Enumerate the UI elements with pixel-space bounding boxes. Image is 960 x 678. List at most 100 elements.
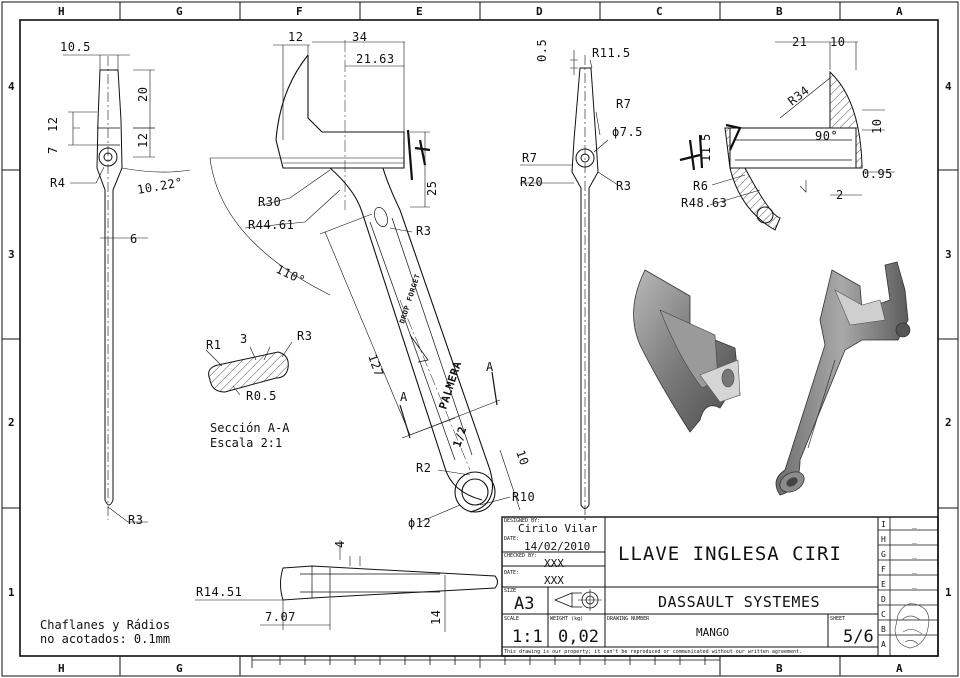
- general-note-line-1: Chaflanes y Rádios: [40, 618, 170, 632]
- zone-top-g: G: [176, 5, 183, 18]
- dim-r44-61: R44.61: [248, 218, 294, 232]
- title-block: DESIGNED BY: Cirilo Vilar DATE: 14/02/20…: [501, 516, 939, 657]
- dim-6: 6: [130, 232, 138, 246]
- dim-r1: R1: [206, 338, 221, 352]
- dim-r3-slot: R3: [416, 224, 431, 238]
- tb-drawing-number: MANGO: [696, 626, 729, 639]
- dim-127: 127: [365, 352, 386, 379]
- dim-section-a-left: A: [400, 390, 408, 404]
- revision-letter: F: [881, 565, 886, 574]
- tb-company: DASSAULT SYSTEMES: [658, 593, 820, 611]
- revision-value: _: [912, 550, 917, 559]
- dim-section-a-right: A: [486, 360, 494, 374]
- zone-top-d: D: [536, 5, 543, 18]
- dim-r11-5: R11.5: [592, 46, 631, 60]
- side-view: [63, 54, 191, 523]
- engraving-size: 1/2: [450, 425, 469, 449]
- tb-sheet: 5/6: [843, 627, 874, 647]
- tb-checked-by: XXX: [544, 557, 564, 570]
- revision-value: _: [912, 520, 917, 529]
- tb-checked-by-label: CHECKED BY:: [504, 553, 537, 559]
- dim-r3-section: R3: [297, 329, 312, 343]
- dim-r48-63: R48.63: [681, 196, 727, 210]
- general-note-line-2: no acotados: 0.1mm: [40, 632, 170, 646]
- revision-letter: H: [881, 535, 886, 544]
- zone-right-1: 1: [945, 586, 952, 599]
- zone-top-a: A: [896, 5, 903, 18]
- dim-0-5: 0.5: [535, 39, 549, 62]
- zone-bottom-h: H: [58, 662, 65, 675]
- dim-3: 3: [240, 332, 248, 346]
- dim-7: 7: [46, 146, 60, 154]
- zone-bottom-b: B: [776, 662, 783, 675]
- tb-weight: 0,02: [558, 627, 599, 647]
- dim-11: 11: [699, 147, 713, 162]
- dim-10-detail: 10: [830, 35, 845, 49]
- dim-10-end: 10: [513, 448, 531, 467]
- dim-12-top: 12: [288, 30, 303, 44]
- tb-drawing-number-label: DRAWING NUMBER: [607, 616, 650, 622]
- tb-date-label-1: DATE:: [504, 536, 519, 542]
- tb-size: A3: [514, 594, 534, 614]
- dim-2: 2: [836, 188, 844, 202]
- dim-phi7-5: ϕ7.5: [612, 125, 643, 139]
- dim-12-left: 12: [46, 117, 60, 132]
- render-wrench-3d: [775, 261, 911, 496]
- zone-left-2: 2: [8, 416, 15, 429]
- dim-20: 20: [136, 87, 150, 102]
- zone-top-c: C: [656, 5, 663, 18]
- tb-scale-label: SCALE: [504, 616, 519, 622]
- main-view-dims: 12 34 21.63 25 R30 R44.61 R3 110° 127 A …: [248, 30, 535, 530]
- dim-90-angle: 90°: [815, 129, 838, 143]
- render-jaw-3d: [633, 269, 741, 433]
- revision-letter: G: [881, 550, 886, 559]
- zone-bottom-a: A: [896, 662, 903, 675]
- dim-110-angle: 110°: [274, 262, 308, 288]
- front-view-dims: 0.5 R11.5 R7 ϕ7.5 R7 R20 R3: [520, 39, 643, 193]
- tb-designer: Cirilo Vilar: [518, 522, 598, 535]
- dim-14: 14: [429, 610, 443, 625]
- engraving-motto: DROP FORGET: [398, 273, 422, 325]
- revision-letter: I: [881, 520, 886, 529]
- dim-12-right: 12: [136, 133, 150, 148]
- dim-r20: R20: [520, 175, 543, 189]
- dim-25: 25: [425, 181, 439, 196]
- jaw-detail-dims: 21 10 R34 90° 10 5 11 0.95 R6 2 R48.63: [681, 35, 892, 210]
- front-view: [520, 50, 619, 520]
- tb-weight-label: WEIGHT (kg): [550, 616, 583, 622]
- main-view: [209, 40, 521, 523]
- bottom-view-dims: 4 R14.51 7.07 14: [196, 540, 443, 625]
- dim-10-5: 10.5: [60, 40, 91, 54]
- jaw-detail: [679, 41, 895, 231]
- dim-10-22-angle: 10.22°: [136, 175, 184, 197]
- zone-bottom-g: G: [176, 662, 183, 675]
- tb-sheet-label: SHEET: [830, 616, 845, 622]
- dim-r7-lower: R7: [522, 151, 537, 165]
- tb-date-1: 14/02/2010: [524, 540, 590, 553]
- dim-r14-51: R14.51: [196, 585, 242, 599]
- tb-designed-by-label: DESIGNED BY:: [504, 518, 540, 524]
- dim-21-63: 21.63: [356, 52, 395, 66]
- revision-letter: E: [881, 580, 886, 589]
- tb-size-label: SIZE: [504, 588, 516, 594]
- zone-left-1: 1: [8, 586, 15, 599]
- dim-r4: R4: [50, 176, 65, 190]
- revision-column: I _ H _ G _ F _ E _ D C B A: [881, 520, 917, 649]
- zone-right-3: 3: [945, 248, 952, 261]
- tb-scale: 1:1: [512, 627, 543, 647]
- tb-disclaimer: This drawing is our property; it can't b…: [504, 649, 802, 655]
- side-view-dims: 10.5 20 12 7 12 R4 10.22° 6 R3: [46, 40, 184, 527]
- dim-r0-5: R0.5: [246, 389, 277, 403]
- dim-r10: R10: [512, 490, 535, 504]
- dim-5: 5: [699, 133, 713, 141]
- revision-letter: D: [881, 595, 886, 604]
- section-scale: Escala 2:1: [210, 436, 282, 450]
- revision-letter: C: [881, 610, 886, 619]
- logo-sketch: [894, 603, 930, 649]
- revision-letter: B: [881, 625, 886, 634]
- dim-r7-upper: R7: [616, 97, 631, 111]
- zone-top-e: E: [416, 5, 423, 18]
- dim-r3-side: R3: [128, 513, 143, 527]
